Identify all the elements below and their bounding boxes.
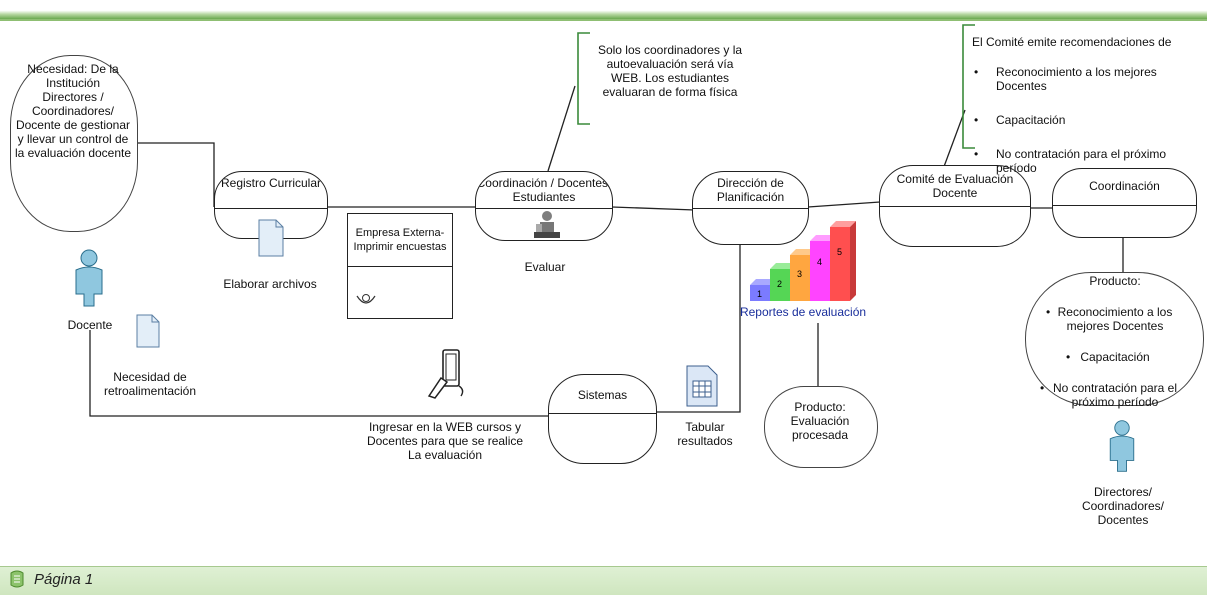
sistemas-label: Sistemas <box>577 388 628 402</box>
stair-num-4: 4 <box>817 257 822 267</box>
person-computer-icon <box>534 211 560 238</box>
direccion-planificacion-process: Dirección de Planificación <box>692 171 809 245</box>
comite-note-title: El Comité emite recomendaciones de <box>972 35 1172 49</box>
line-note-to-coord <box>547 85 576 172</box>
evaluar-label: Evaluar <box>524 260 566 274</box>
comite-note-item: •Capacitación <box>974 113 1066 127</box>
comite-label: Comité de Evaluación Docente <box>896 172 1014 200</box>
top-border-line <box>0 19 1207 21</box>
line-need-to-registro <box>137 142 215 207</box>
document-icon-registro <box>258 219 284 257</box>
stair-num-5: 5 <box>837 247 842 257</box>
line-coord-direccion <box>611 206 696 211</box>
producto-right-item: •Reconocimiento a los mejores Docentes <box>1046 305 1173 333</box>
stair-num-1: 1 <box>757 289 762 299</box>
docente-label: Docente <box>67 318 113 332</box>
directores-label: Directores/ Coordinadores/ Docentes <box>1081 485 1165 527</box>
note-bracket-comite <box>962 24 975 149</box>
comite-note-item: •No contratación para el próximo período <box>974 147 1167 175</box>
reportes-stairs-chart: 1 2 3 4 5 <box>750 221 856 301</box>
reportes-label: Reportes de evaluación <box>739 305 867 319</box>
necesidad-retro-label: Necesidad de retroalimentación <box>103 370 197 398</box>
footer-page-label: Página 1 <box>34 571 94 588</box>
tabular-label: Tabular resultados <box>677 420 733 448</box>
spreadsheet-icon <box>686 365 718 407</box>
coordinacion-right-process: Coordinación <box>1052 168 1197 238</box>
footer-bar <box>0 566 1207 595</box>
need-bubble <box>10 55 138 232</box>
empresa-label: Empresa Externa- Imprimir encuestas <box>353 227 447 253</box>
comite-note-list: •Reconocimiento a los mejores Docentes •… <box>972 51 1192 175</box>
elaborar-label: Elaborar archivos <box>223 277 317 291</box>
note-bracket-top <box>577 32 590 125</box>
line-direccion-comite <box>807 201 881 208</box>
producto-right-content: Producto: •Reconocimiento a los mejores … <box>1030 274 1200 409</box>
comite-evaluacion-process: Comité de Evaluación Docente <box>879 165 1031 247</box>
need-text: Necesidad: De la Institución Directores … <box>14 62 132 160</box>
sistemas-process: Sistemas <box>548 374 657 464</box>
docente-person-icon <box>75 249 103 307</box>
stair-num-3: 3 <box>797 269 802 279</box>
document-icon-retro <box>136 314 160 348</box>
top-border <box>0 0 1207 19</box>
producto-right-item: •No contratación para el próximo período <box>1040 381 1178 409</box>
page-icon <box>10 570 24 588</box>
ingresar-label: Ingresar en la WEB cursos y Docentes par… <box>366 420 524 462</box>
registro-label: Registro Curricular <box>220 176 322 190</box>
line-docente-sistemas <box>89 330 549 417</box>
producto-right-bubble <box>1025 272 1204 406</box>
comite-note-item: •Reconocimiento a los mejores Docentes <box>974 65 1157 93</box>
direccion-label: Dirección de Planificación <box>716 176 785 204</box>
producto-right-title: Producto: <box>1089 274 1141 288</box>
line-comite-note <box>941 109 966 173</box>
producto-right-item: •Capacitación <box>1066 350 1150 364</box>
coordinacion-right-label: Coordinación <box>1089 179 1160 193</box>
note-top-text: Solo los coordinadores y la autoevaluaci… <box>597 43 743 99</box>
producto-eval-text: Producto: Evaluación procesada <box>790 400 850 442</box>
computer-icon <box>427 349 464 399</box>
stair-num-2: 2 <box>777 279 782 289</box>
line-sistemas-direccion <box>655 217 741 413</box>
directores-person-icon <box>1109 420 1135 472</box>
producto-eval-bubble <box>764 386 878 468</box>
printer-icon <box>356 294 376 304</box>
coordinacion-ds-label: Coordinación / Docentes/ Estudiantes <box>476 176 612 204</box>
